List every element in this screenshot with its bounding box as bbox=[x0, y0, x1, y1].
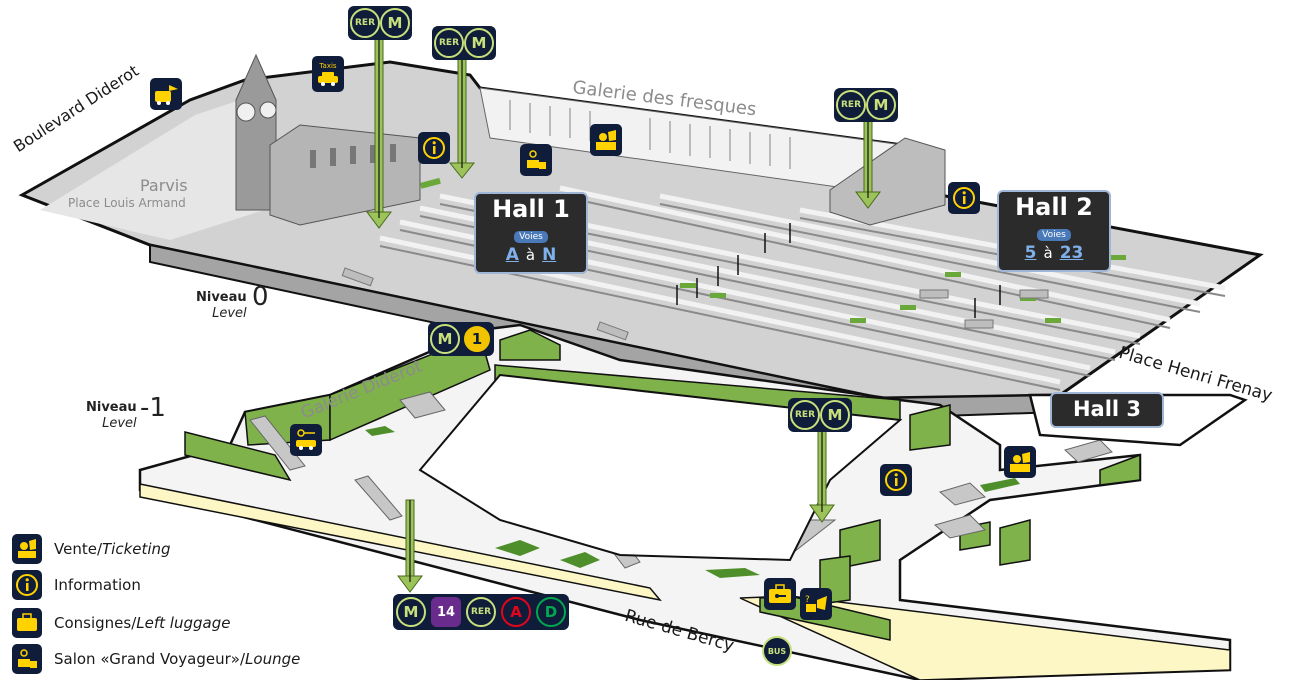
legend-lounge-text: Salon «Grand Voyageur»/Lounge bbox=[54, 650, 300, 668]
hall-2-title: Hall 2 bbox=[1015, 193, 1093, 221]
level-0-number: 0 bbox=[252, 282, 269, 312]
legend-ticketing-fr: Vente/ bbox=[54, 540, 102, 558]
metro-icon: M bbox=[866, 90, 896, 120]
level-minus1-slab bbox=[138, 323, 1248, 680]
rer-d-icon: D bbox=[536, 597, 566, 627]
svg-text:?: ? bbox=[805, 595, 810, 605]
airport-shuttle-icon[interactable] bbox=[150, 78, 182, 110]
luggage-icon[interactable] bbox=[764, 578, 796, 610]
legend-luggage-icon bbox=[12, 608, 42, 638]
level-0-level: Level bbox=[212, 306, 247, 321]
level-minus1-niveau: Niveau bbox=[86, 400, 137, 415]
rer-icon: RER bbox=[790, 400, 820, 430]
hall-1-to: N bbox=[542, 245, 557, 265]
bus-icon[interactable]: BUS bbox=[762, 636, 792, 666]
rer-a-icon: A bbox=[501, 597, 531, 627]
level-minus1-level: Level bbox=[102, 416, 137, 431]
information-icon[interactable] bbox=[880, 464, 912, 496]
legend-lounge-fr: Salon «Grand Voyageur»/ bbox=[54, 650, 246, 668]
taxi-car-glyph bbox=[318, 72, 338, 86]
metro-icon: M bbox=[464, 28, 494, 58]
level-0-niveau: Niveau bbox=[196, 290, 247, 305]
information-icon[interactable] bbox=[418, 132, 450, 164]
legend-luggage: Consignes/Left luggage bbox=[12, 608, 230, 638]
legend-ticketing-icon bbox=[12, 534, 42, 564]
hall-1-voies: Voies bbox=[514, 231, 548, 243]
metro-icon: M bbox=[380, 8, 410, 38]
taxi-label: Taxis bbox=[319, 62, 337, 70]
hall-1-from: A bbox=[505, 245, 519, 265]
legend-lounge: Salon «Grand Voyageur»/Lounge bbox=[12, 644, 300, 674]
legend-lounge-en: Lounge bbox=[245, 650, 301, 668]
legend-ticketing: Vente/Ticketing bbox=[12, 534, 171, 564]
lost-and-found-icon[interactable]: ? bbox=[800, 588, 832, 620]
legend-luggage-text: Consignes/Left luggage bbox=[54, 614, 230, 632]
legend-lounge-icon bbox=[12, 644, 42, 674]
level-minus1-number: -1 bbox=[140, 393, 166, 423]
ticketing-icon[interactable] bbox=[1004, 446, 1036, 478]
metro-icon: M bbox=[396, 597, 426, 627]
taxi-icon[interactable]: Taxis bbox=[312, 56, 344, 92]
hall-1-title: Hall 1 bbox=[492, 195, 570, 223]
rer-icon: RER bbox=[836, 90, 866, 120]
hall-2-a: à bbox=[1043, 244, 1053, 262]
rer-icon: RER bbox=[466, 597, 496, 627]
legend-information: Information bbox=[12, 570, 141, 600]
metro-icon: M bbox=[820, 400, 850, 430]
legend-luggage-en: Left luggage bbox=[136, 614, 231, 632]
car-rental-icon[interactable] bbox=[290, 424, 322, 456]
level-0-slab bbox=[18, 53, 1264, 420]
legend-ticketing-text: Vente/Ticketing bbox=[54, 540, 171, 558]
metro-icon: M bbox=[430, 324, 460, 354]
metro-line-14-icon: 14 bbox=[431, 597, 461, 627]
rer-icon: RER bbox=[350, 8, 380, 38]
lounge-icon[interactable] bbox=[520, 144, 552, 176]
hall-3-title: Hall 3 bbox=[1072, 397, 1142, 421]
place-louis-armand-label: Place Louis Armand bbox=[68, 196, 186, 210]
hall-1-a: à bbox=[525, 246, 536, 264]
hall-3-sign[interactable]: Hall 3 bbox=[1050, 392, 1164, 428]
information-icon[interactable] bbox=[948, 182, 980, 214]
hall-2-voies: Voies bbox=[1037, 229, 1071, 241]
metro-line-1-icon: 1 bbox=[462, 324, 492, 354]
level-minus1-label: Niveau Level bbox=[86, 400, 137, 432]
legend-luggage-fr: Consignes/ bbox=[54, 614, 137, 632]
legend-ticketing-en: Ticketing bbox=[102, 540, 171, 558]
rer-icon: RER bbox=[434, 28, 464, 58]
ticketing-icon[interactable] bbox=[590, 124, 622, 156]
legend-information-text: Information bbox=[54, 576, 141, 594]
parvis-label: Parvis bbox=[140, 176, 188, 195]
level-0-label: Niveau Level bbox=[196, 290, 247, 322]
hall-2-to: 23 bbox=[1059, 243, 1084, 263]
legend-information-icon bbox=[12, 570, 42, 600]
hall-2-from: 5 bbox=[1024, 243, 1037, 263]
